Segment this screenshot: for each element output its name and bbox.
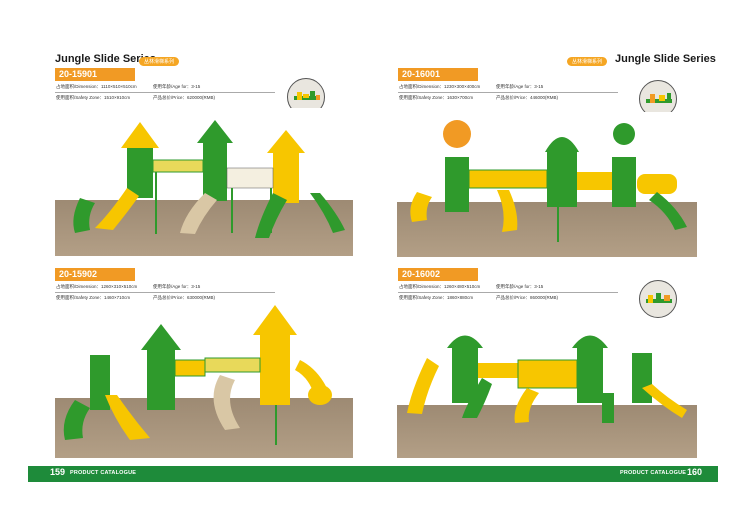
product-dimension: 占地面积/Dimension：1260×310×510cm bbox=[56, 284, 138, 289]
footer-bar: PRODUCT CATALOGUE 160 bbox=[375, 466, 718, 482]
product-price: 产品总价/Price：446000(RMB) bbox=[496, 95, 559, 100]
playground-thumbnail-icon bbox=[639, 80, 677, 118]
playground-scene-image bbox=[55, 108, 353, 256]
page-number: 160 bbox=[687, 467, 703, 477]
playground-thumbnail-icon bbox=[639, 280, 677, 318]
page-number: 159 bbox=[50, 467, 66, 477]
product-age: 使用年龄/Age for：3-15 bbox=[496, 284, 544, 289]
left-page: Jungle Slide Series 丛林滑梯系列 20-15901 占地面积… bbox=[28, 53, 375, 482]
product-code: 20-15902 bbox=[55, 268, 135, 281]
product-price: 产品总价/Price：860000(RMB) bbox=[496, 295, 559, 300]
divider bbox=[398, 292, 618, 293]
product-dimension: 占地面积/Dimension：1230×300×400cm bbox=[399, 84, 481, 89]
product-dimension: 占地面积/Dimension：1260×480×510cm bbox=[399, 284, 481, 289]
product-code: 20-16002 bbox=[398, 268, 478, 281]
footer-label: PRODUCT CATALOGUE bbox=[70, 470, 137, 476]
product-price: 产品总价/Price：620000(RMB) bbox=[153, 95, 216, 100]
product-price: 产品总价/Price：630000(RMB) bbox=[153, 295, 216, 300]
product-safety-zone: 使用面积/Safety Zone：1630×700cm bbox=[399, 95, 474, 100]
product-code: 20-16001 bbox=[398, 68, 478, 81]
product-safety-zone: 使用面积/Safety Zone：1460×710cm bbox=[56, 295, 131, 300]
product-code: 20-15901 bbox=[55, 68, 135, 81]
product-safety-zone: 使用面积/Safety Zone：1860×880cm bbox=[399, 295, 474, 300]
product-age: 使用年龄/Age for：3-15 bbox=[496, 84, 544, 89]
series-title: Jungle Slide Series bbox=[615, 53, 716, 65]
divider bbox=[55, 292, 275, 293]
product-age: 使用年龄/Age for：3-15 bbox=[153, 84, 201, 89]
playground-scene-image bbox=[55, 300, 353, 458]
divider bbox=[398, 92, 618, 93]
series-title: Jungle Slide Series bbox=[55, 53, 156, 65]
product-age: 使用年龄/Age for：3-15 bbox=[153, 284, 201, 289]
series-tag: 丛林滑梯系列 bbox=[567, 57, 608, 66]
footer-label: PRODUCT CATALOGUE bbox=[620, 470, 687, 476]
playground-scene-image bbox=[397, 318, 697, 458]
playground-scene-image bbox=[397, 112, 697, 257]
divider bbox=[55, 92, 275, 93]
right-page: 丛林滑梯系列 Jungle Slide Series 20-16001 占地面积… bbox=[375, 0, 750, 530]
series-tag: 丛林滑梯系列 bbox=[139, 57, 180, 66]
footer-bar: 159 PRODUCT CATALOGUE bbox=[28, 466, 375, 482]
product-dimension: 占地面积/Dimension：1110×510×510cm bbox=[56, 84, 137, 89]
product-safety-zone: 使用面积/Safety Zone：1510×910cm bbox=[56, 95, 131, 100]
